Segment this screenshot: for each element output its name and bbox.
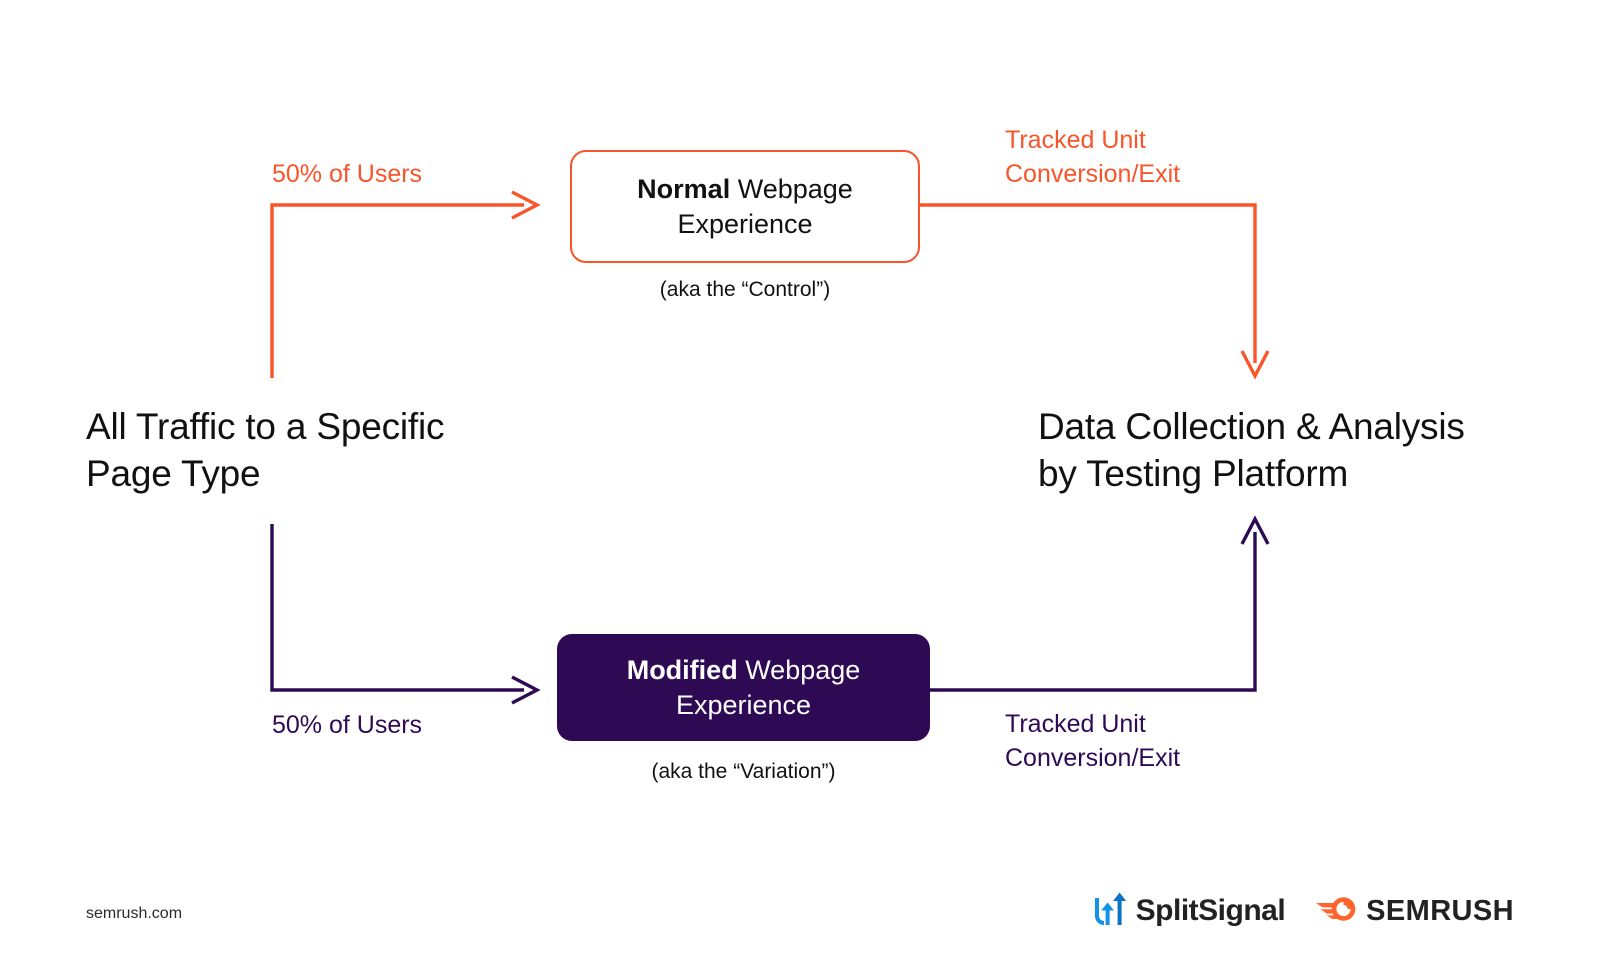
- splitsignal-wordmark: SplitSignal: [1135, 894, 1286, 927]
- edge-modified-to-analysis: [930, 532, 1257, 692]
- all-traffic-heading: All Traffic to a Specific Page Type: [86, 403, 556, 498]
- edge-normal-to-analysis-arrowhead: [1240, 350, 1270, 380]
- normal-box-text: Normal Webpage Experience: [637, 172, 853, 241]
- normal-box-strong: Normal: [637, 173, 731, 204]
- edge-traffic-to-normal: [270, 203, 524, 378]
- edge-label-bottom-tracked-unit: Tracked Unit Conversion/Exit: [1005, 710, 1181, 772]
- splitsignal-logo: SplitSignal: [1093, 892, 1286, 931]
- edge-traffic-to-modified-arrowhead: [511, 675, 541, 705]
- modified-box-line-2: Experience: [675, 689, 812, 720]
- data-collection-line-2: by Testing Platform: [1038, 453, 1349, 495]
- edge-modified-to-analysis-arrowhead: [1240, 515, 1270, 545]
- all-traffic-line-1: All Traffic to a Specific: [86, 406, 445, 447]
- edge-label-top-tracked-unit: Tracked Unit Conversion/Exit: [1005, 126, 1181, 188]
- modified-webpage-experience-box: Modified Webpage Experience: [557, 634, 930, 741]
- normal-box-rest: Webpage: [730, 173, 853, 204]
- normal-box-caption: (aka the “Control”): [659, 278, 831, 301]
- modified-box-text: Modified Webpage Experience: [627, 653, 861, 722]
- source-url-label: semrush.com: [86, 905, 183, 922]
- all-traffic-line-2: Page Type: [86, 453, 261, 495]
- splitsignal-arrows-icon: [1093, 892, 1129, 931]
- edge-normal-to-analysis: [920, 203, 1257, 363]
- normal-box-line-2: Experience: [677, 208, 813, 239]
- semrush-wordmark: SEMRUSH: [1366, 894, 1514, 927]
- modified-box-strong: Modified: [626, 654, 738, 685]
- edge-traffic-to-normal-arrowhead: [511, 190, 541, 220]
- normal-webpage-experience-box: Normal Webpage Experience: [570, 150, 920, 263]
- semrush-logo: SEMRUSH: [1315, 892, 1514, 931]
- edge-traffic-to-modified: [270, 524, 524, 692]
- brand-logos-row: SplitSignal SEMRUSH: [1093, 888, 1514, 934]
- modified-box-caption: (aka the “Variation”): [651, 760, 836, 783]
- edge-label-bottom-split: 50% of Users: [272, 711, 423, 739]
- modified-box-rest: Webpage: [737, 654, 861, 685]
- data-collection-line-1: Data Collection & Analysis: [1038, 406, 1465, 447]
- data-collection-heading: Data Collection & Analysis by Testing Pl…: [1038, 403, 1508, 498]
- semrush-comet-icon: [1315, 892, 1359, 931]
- edge-label-top-split: 50% of Users: [272, 160, 423, 188]
